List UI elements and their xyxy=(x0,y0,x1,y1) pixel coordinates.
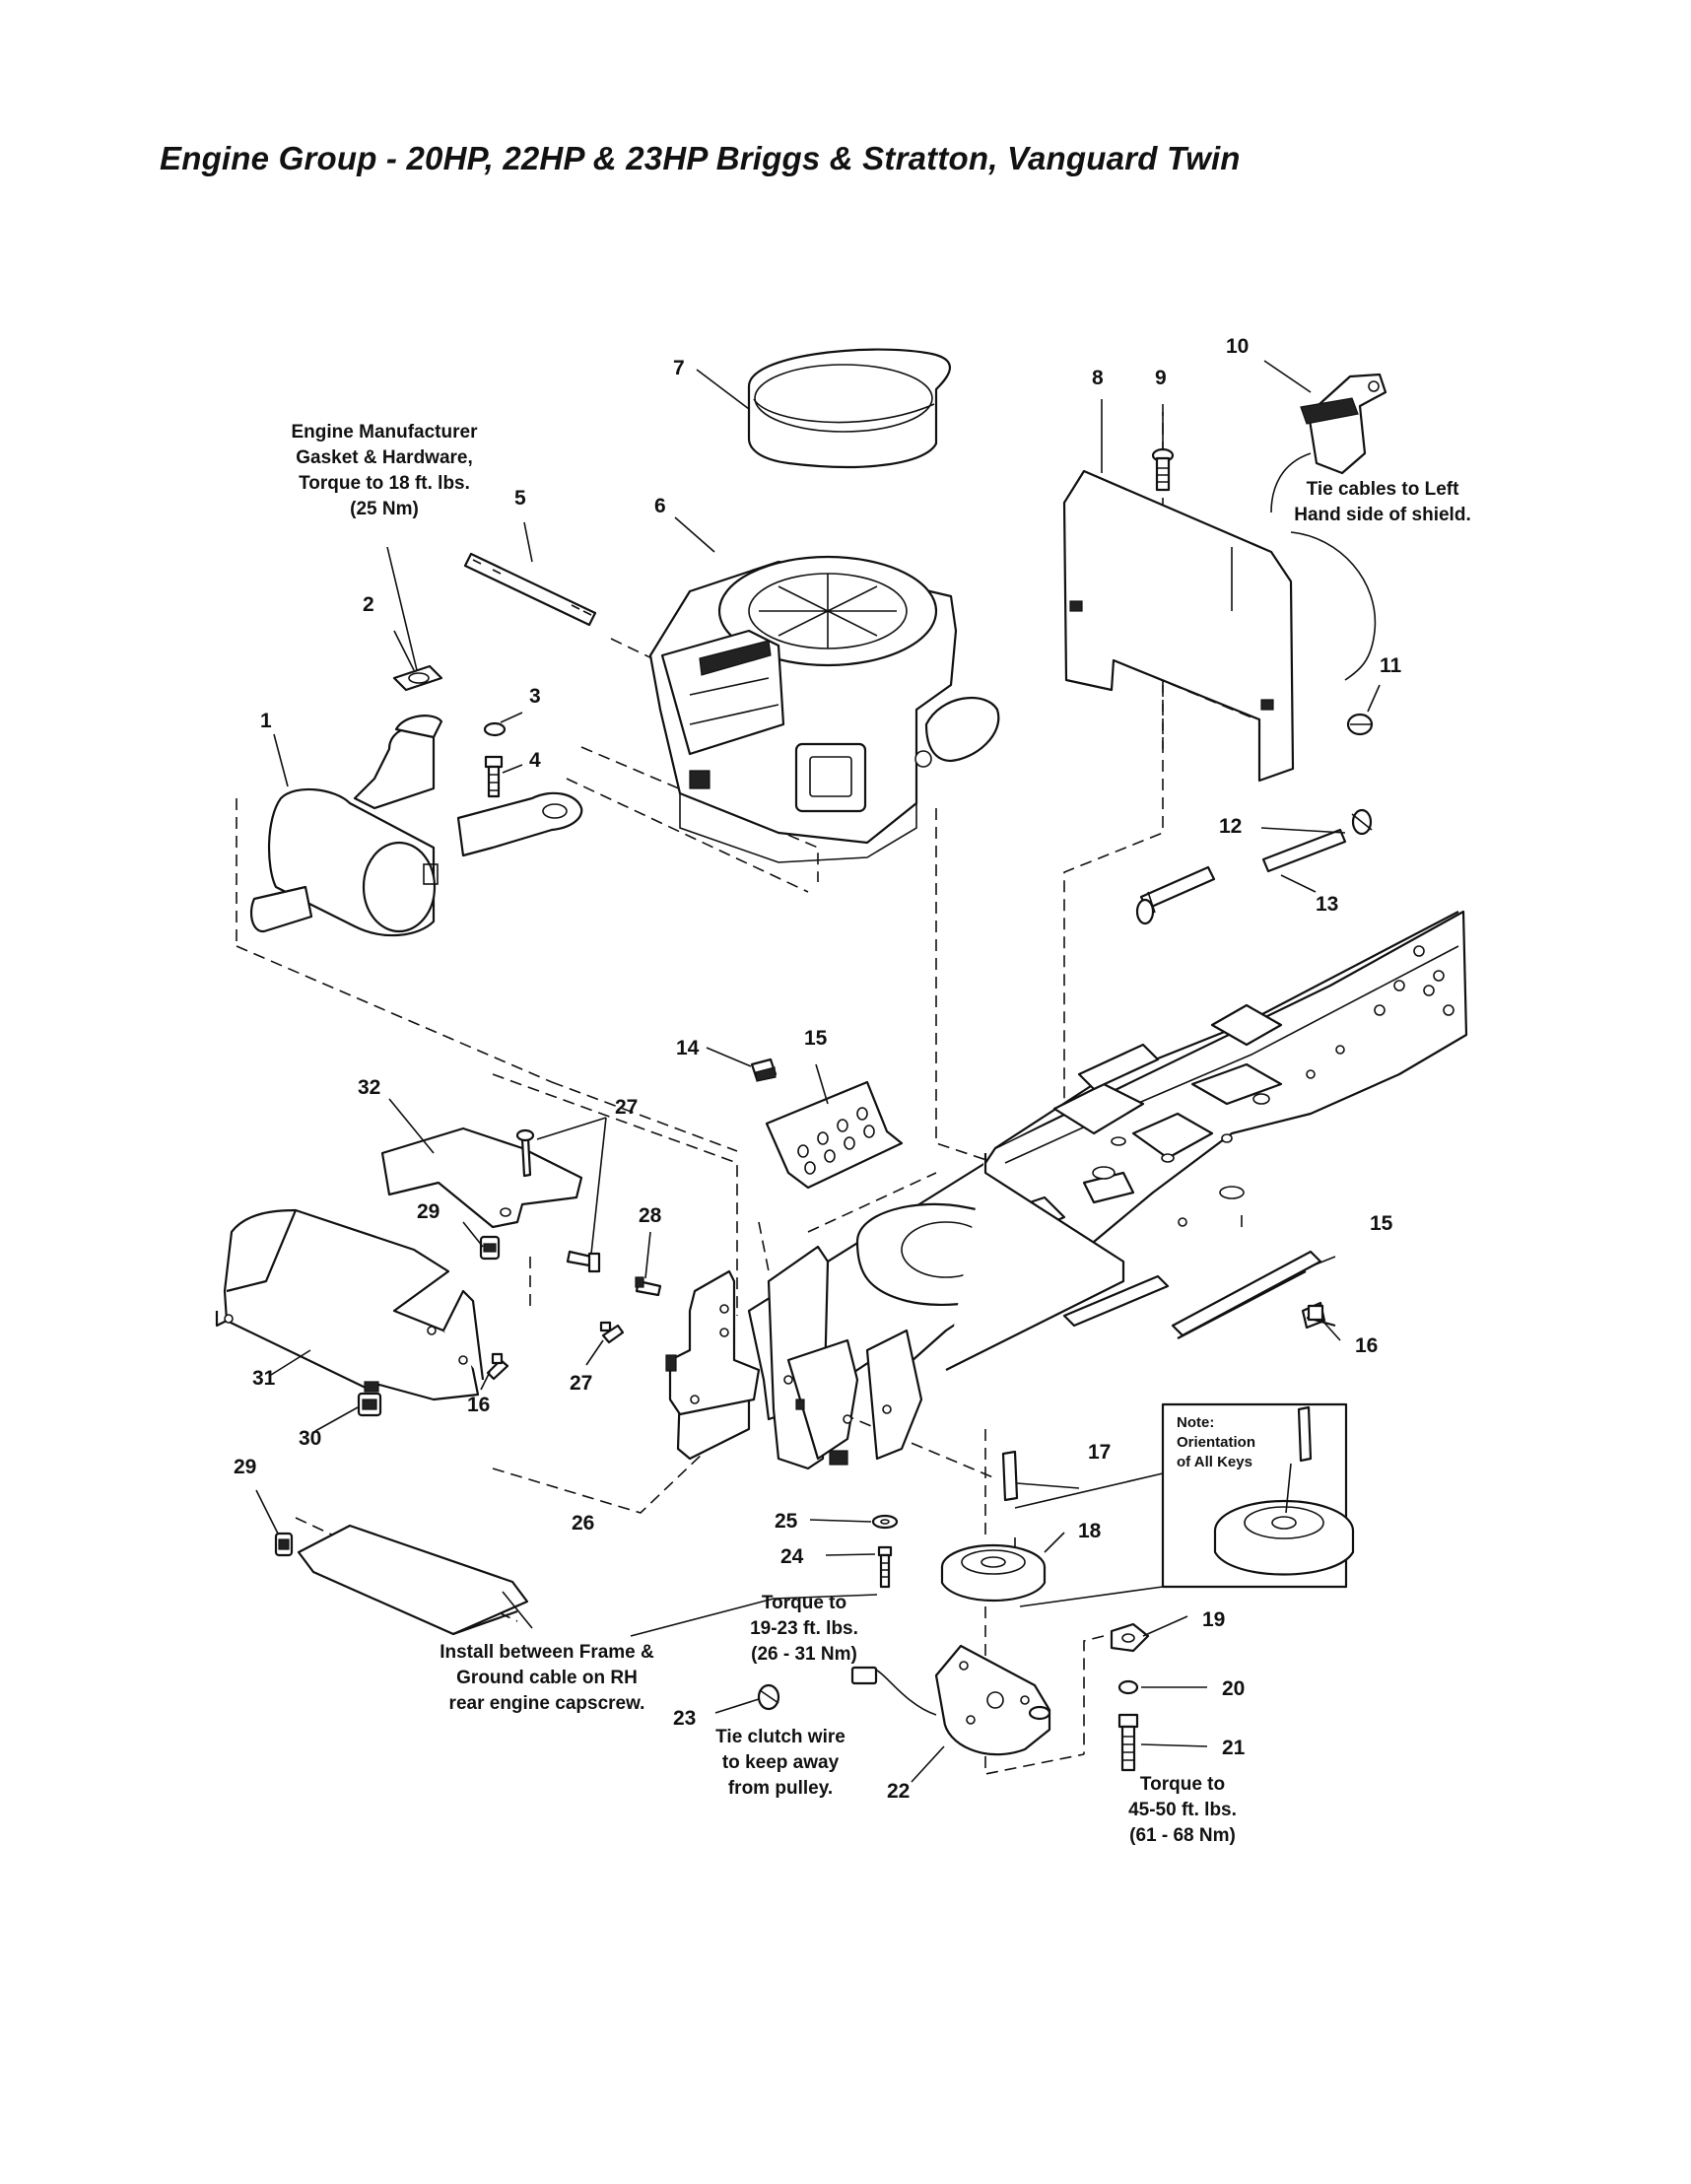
callout-22: 22 xyxy=(887,1780,910,1803)
callout-leader-lines xyxy=(255,360,1381,1783)
callout-26: 26 xyxy=(572,1512,594,1535)
note-torque-24: Torque to 19-23 ft. lbs. (26 - 31 Nm) xyxy=(750,1593,858,1665)
callout-23: 23 xyxy=(673,1707,696,1730)
callout-29-top: 29 xyxy=(417,1200,440,1223)
callout-16-left: 16 xyxy=(467,1394,490,1416)
muffler-part xyxy=(249,715,583,937)
callout-12: 12 xyxy=(1219,815,1242,838)
callout-28: 28 xyxy=(639,1204,662,1227)
tractor-frame-part xyxy=(676,910,1468,1470)
note-line: from pulley. xyxy=(728,1778,833,1799)
note-install-frame: Install between Frame & Ground cable on … xyxy=(440,1642,654,1714)
note-torque-21: Torque to 45-50 ft. lbs. (61 - 68 Nm) xyxy=(1128,1774,1237,1846)
note-line: Tie cables to Left xyxy=(1307,479,1460,500)
callout-6: 6 xyxy=(654,495,666,517)
stud-part xyxy=(463,552,597,627)
note-tie-cables: Tie cables to Left Hand side of shield. xyxy=(1294,479,1470,525)
note-line: Install between Frame & xyxy=(440,1642,654,1663)
cover-31-part xyxy=(215,1208,485,1401)
washer-bolt-parts xyxy=(483,721,507,798)
callout-14: 14 xyxy=(676,1037,700,1059)
note-line: Torque to 18 ft. lbs. xyxy=(299,473,470,494)
gasket-part xyxy=(392,664,443,692)
air-cleaner-cover-part xyxy=(747,348,951,468)
callout-7: 7 xyxy=(673,357,685,379)
callout-25: 25 xyxy=(775,1510,798,1533)
callout-11: 11 xyxy=(1380,654,1402,677)
bolt-part-9 xyxy=(1151,447,1175,492)
callout-18: 18 xyxy=(1078,1520,1102,1542)
frame-side-bracket-part xyxy=(665,1269,761,1416)
tie-part-23 xyxy=(757,1683,780,1711)
note-line: Torque to xyxy=(762,1593,846,1613)
engine-part xyxy=(648,555,1000,863)
small-hardware-parts xyxy=(274,1235,1324,1557)
nut-washer-bolt-parts xyxy=(1110,1622,1150,1772)
note-line: Gasket & Hardware, xyxy=(296,447,473,468)
callout-21: 21 xyxy=(1222,1737,1246,1759)
capscrew-washer-parts xyxy=(871,1514,899,1589)
bracket-32-part xyxy=(380,1126,583,1229)
callout-29-lower: 29 xyxy=(234,1456,256,1478)
note-key-orientation: Note: Orientation of All Keys xyxy=(1177,1414,1255,1470)
callout-2: 2 xyxy=(363,593,374,616)
callout-13: 13 xyxy=(1316,893,1338,916)
note-line: (25 Nm) xyxy=(350,499,419,519)
pulley-part xyxy=(940,1543,1047,1603)
note-line: Orientation xyxy=(1177,1434,1255,1451)
plate-26-part xyxy=(297,1524,529,1636)
callout-numbers: 1 2 3 4 5 6 7 8 9 10 11 12 13 14 15 15 1… xyxy=(234,335,1402,1803)
callout-15-top: 15 xyxy=(804,1027,828,1050)
clutch-part xyxy=(850,1644,1051,1756)
heat-shield-part xyxy=(1062,469,1295,783)
note-engine-hardware: Engine Manufacturer Gasket & Hardware, T… xyxy=(292,422,479,519)
callout-16-right: 16 xyxy=(1355,1334,1378,1357)
note-line: (61 - 68 Nm) xyxy=(1129,1825,1236,1846)
cable-tie-part-11 xyxy=(1346,713,1374,736)
callout-30: 30 xyxy=(299,1427,321,1450)
cable-clip-part xyxy=(1270,373,1387,681)
note-line: 45-50 ft. lbs. xyxy=(1128,1800,1237,1820)
callout-15-right: 15 xyxy=(1370,1212,1393,1235)
diagram-title: Engine Group - 20HP, 22HP & 23HP Briggs … xyxy=(160,140,1241,176)
note-line: of All Keys xyxy=(1177,1454,1252,1470)
callout-31: 31 xyxy=(252,1367,276,1390)
key-part xyxy=(1001,1450,1019,1502)
note-line: Engine Manufacturer xyxy=(292,422,479,443)
callout-1: 1 xyxy=(260,710,272,732)
note-line: (26 - 31 Nm) xyxy=(751,1644,857,1665)
callout-32: 32 xyxy=(358,1076,380,1099)
callout-27-lower: 27 xyxy=(570,1372,592,1395)
side-bracket-part xyxy=(1171,1250,1336,1339)
callout-19: 19 xyxy=(1202,1608,1225,1631)
clip-and-bracket-parts xyxy=(750,1058,904,1190)
note-line: 19-23 ft. lbs. xyxy=(750,1618,858,1639)
callout-17: 17 xyxy=(1088,1441,1111,1464)
callout-24: 24 xyxy=(780,1545,804,1568)
callout-27-top: 27 xyxy=(615,1096,638,1119)
note-line: Ground cable on RH xyxy=(456,1668,638,1688)
key-orientation-note-box xyxy=(1161,1402,1355,1589)
callout-10: 10 xyxy=(1226,335,1249,358)
callout-5: 5 xyxy=(514,487,526,510)
callout-8: 8 xyxy=(1092,367,1104,389)
note-line: Tie clutch wire xyxy=(715,1727,846,1747)
callout-4: 4 xyxy=(529,749,541,772)
note-tie-clutch: Tie clutch wire to keep away from pulley… xyxy=(715,1727,846,1799)
note-line: Torque to xyxy=(1140,1774,1225,1795)
callout-9: 9 xyxy=(1155,367,1167,389)
note-line: Hand side of shield. xyxy=(1294,505,1470,525)
tube-parts xyxy=(1135,808,1373,925)
callout-3: 3 xyxy=(529,685,541,708)
callout-20: 20 xyxy=(1222,1677,1245,1700)
note-line: Note: xyxy=(1177,1414,1214,1431)
note-line: rear engine capscrew. xyxy=(449,1693,645,1714)
note-line: to keep away xyxy=(722,1752,840,1773)
